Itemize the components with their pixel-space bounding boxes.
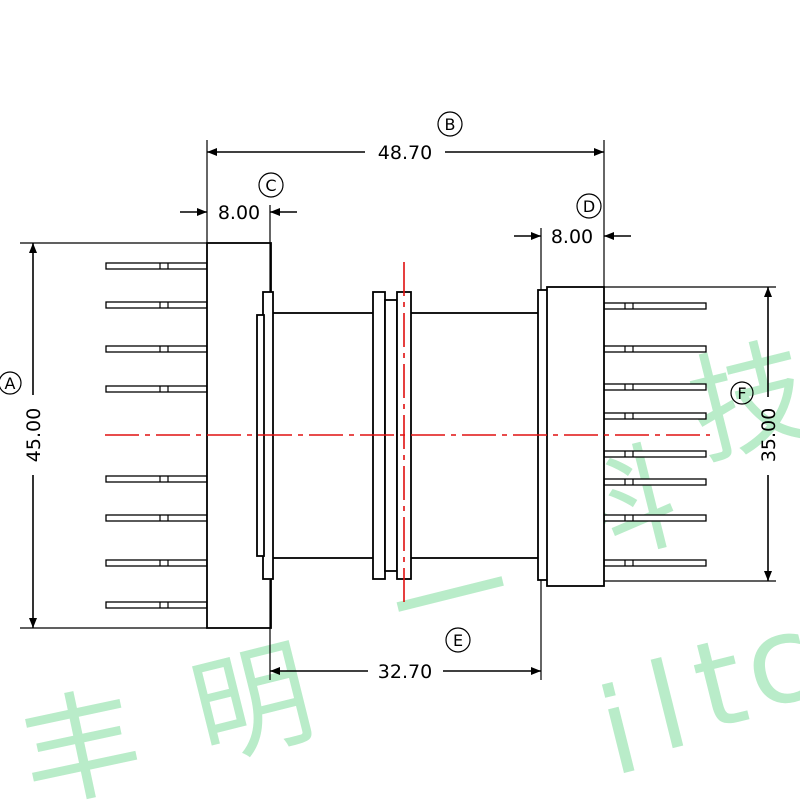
watermark-char: 明 <box>178 623 326 785</box>
pin <box>603 450 707 458</box>
callout-label: B <box>445 115 456 134</box>
callout-circle <box>437 111 463 137</box>
arrowhead <box>29 243 37 253</box>
pin <box>603 559 707 567</box>
pin <box>105 345 208 353</box>
watermark-char: i <box>586 661 652 800</box>
pin <box>105 262 208 270</box>
callout-circle <box>258 172 284 198</box>
dimension-value: 45.00 <box>23 408 45 462</box>
dimension-right-flange-width: 8.00 D <box>514 193 631 290</box>
right-flange-block <box>546 286 605 587</box>
arrowhead <box>29 618 37 628</box>
arrowhead <box>764 571 772 581</box>
right-pins <box>603 302 707 567</box>
arrowhead <box>604 232 614 240</box>
pin <box>105 559 208 567</box>
callout-circle <box>576 193 602 219</box>
arrowhead <box>207 148 217 156</box>
callout-circle <box>445 627 471 653</box>
pin <box>105 601 208 609</box>
dimension-overall-width: 48.70 B <box>206 111 605 287</box>
arrowhead <box>270 208 280 216</box>
pin <box>105 475 208 483</box>
pin <box>603 345 707 353</box>
dimension-value: 48.70 <box>378 142 432 164</box>
dimension-value: 32.70 <box>378 661 432 683</box>
pin <box>105 385 208 393</box>
pin <box>603 383 707 391</box>
callout-circle <box>0 371 22 395</box>
dimension-core-width: 32.70 E <box>269 580 542 683</box>
callout-label: D <box>583 197 595 216</box>
pin <box>603 514 707 522</box>
arrowhead <box>764 287 772 297</box>
pin <box>603 478 707 486</box>
dimension-value: 8.00 <box>551 226 593 248</box>
arrowhead <box>531 667 541 675</box>
arrowhead <box>531 232 541 240</box>
pin <box>105 514 208 522</box>
callout-label: A <box>5 374 16 393</box>
arrowhead <box>270 667 280 675</box>
watermark-char: 丰 <box>9 669 153 800</box>
pin <box>105 301 208 309</box>
pin <box>603 412 707 420</box>
callout-label: E <box>453 631 463 650</box>
callout-label: C <box>265 176 276 195</box>
dimension-value: 8.00 <box>218 202 260 224</box>
dimension-right-height: 35.00 F <box>604 286 780 582</box>
pin <box>603 302 707 310</box>
callout-circle <box>730 381 754 405</box>
dimension-left-flange-width: 8.00 C <box>180 172 297 292</box>
dimension-value: 35.00 <box>758 408 780 462</box>
callout-label: F <box>737 384 746 403</box>
arrowhead <box>197 208 207 216</box>
arrowhead <box>594 148 604 156</box>
dimension-left-height: 45.00 A <box>0 242 207 629</box>
